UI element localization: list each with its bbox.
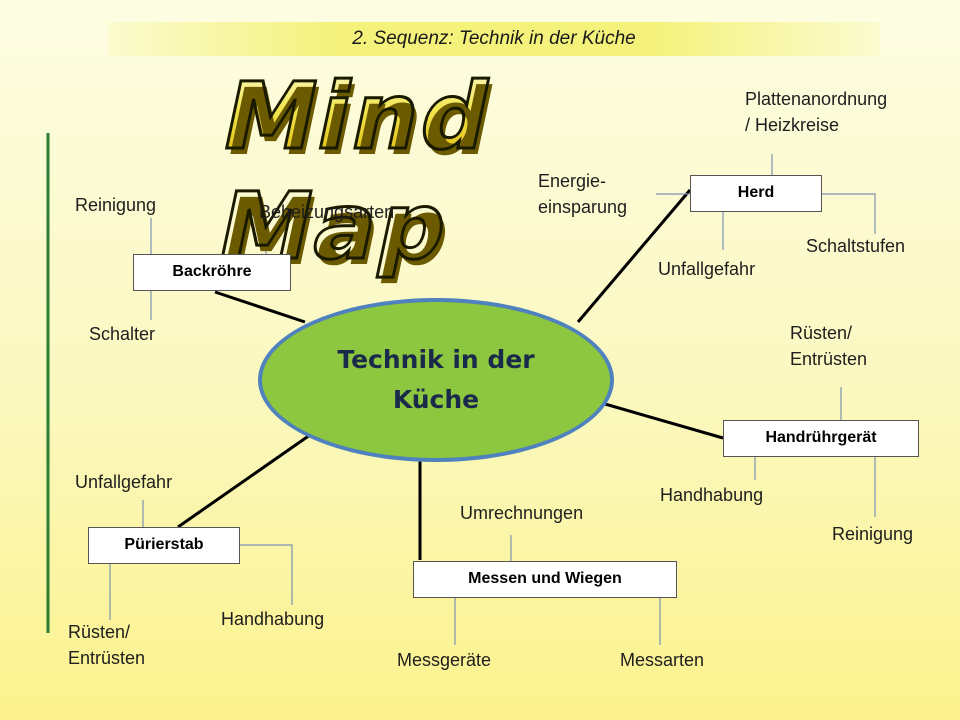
label-energieeinsparung: Energie- einsparung xyxy=(538,171,628,217)
label-hr-reinigung: Reinigung xyxy=(832,524,914,544)
sequence-banner: 2. Sequenz: Technik in der Küche xyxy=(108,22,880,56)
node-herd: Herd xyxy=(690,175,822,212)
sub-line-ps-handhabung xyxy=(240,544,293,605)
label-hr-handhabung: Handhabung xyxy=(660,485,764,505)
node-backroehre: Backröhre xyxy=(133,254,291,291)
label-beheizungsarten: Beheizungsarten xyxy=(259,202,395,222)
label-plattenanordnung: Plattenanordnung / Heizkreise xyxy=(745,89,888,135)
center-node-label: Technik in der Küche xyxy=(337,345,535,414)
label-herd-unfallgefahr: Unfallgefahr xyxy=(658,259,756,279)
label-schaltstufen: Schaltstufen xyxy=(806,236,906,256)
node-puerierstab: Pürierstab xyxy=(88,527,240,564)
connector-puerierstab xyxy=(177,426,321,529)
sub-line-schaltstufen xyxy=(822,193,876,234)
label-ps-handhabung: Handhabung xyxy=(221,609,325,629)
label-backroehre-reinigung: Reinigung xyxy=(75,195,157,215)
label-umrechnungen: Umrechnungen xyxy=(460,503,584,523)
center-node: Technik in der Küche xyxy=(258,298,614,462)
connector-backroehre xyxy=(214,290,306,324)
connector-handruehrgeraet xyxy=(597,400,724,440)
node-messen-und-wiegen: Messen und Wiegen xyxy=(413,561,677,598)
label-ps-unfallgefahr: Unfallgefahr xyxy=(75,472,173,492)
label-messgeraete: Messgeräte xyxy=(397,650,492,670)
label-messarten: Messarten xyxy=(620,650,705,670)
node-handruehrgeraet: Handrührgerät xyxy=(723,420,919,457)
connector-herd xyxy=(576,189,692,323)
label-schalter: Schalter xyxy=(89,324,156,344)
label-ps-ruesten: Rüsten/ Entrüsten xyxy=(68,622,146,668)
mind-map-title: Mind Map xyxy=(116,62,599,282)
label-hr-ruesten: Rüsten/ Entrüsten xyxy=(790,323,868,369)
